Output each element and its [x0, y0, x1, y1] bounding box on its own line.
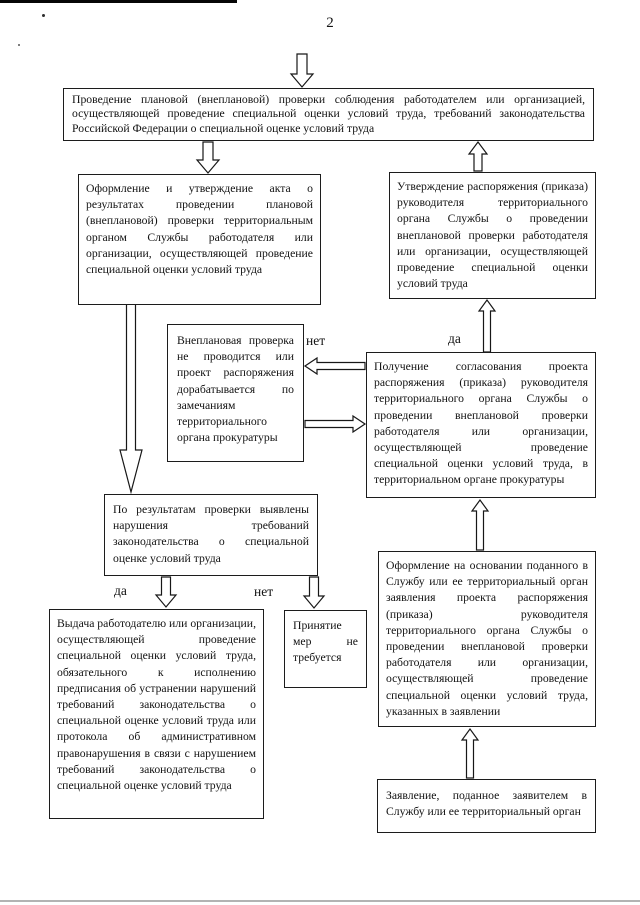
- label-yes-agreement: да: [448, 331, 461, 346]
- label-yes-violations: да: [114, 583, 127, 598]
- label-no-agreement: нет: [306, 333, 326, 348]
- node-no-measures: Принятие мер не требуется: [284, 610, 367, 688]
- scan-artifact-bottom-line: [0, 900, 640, 902]
- arrow-application-to-draft-icon: [460, 727, 480, 779]
- label-no-violations: нет: [254, 584, 274, 599]
- arrow-draft-to-agreement-icon: [470, 498, 490, 551]
- page-number: 2: [326, 15, 334, 31]
- scan-artifact-speck: [42, 14, 45, 17]
- scan-artifact-speck: [18, 44, 20, 46]
- arrow-rework-right-icon: [304, 414, 367, 434]
- node-prescription-issue: Выдача работодателю или организации, осу…: [49, 609, 264, 819]
- node-prosecutor-agreement: Получение согласования проекта распоряже…: [366, 352, 596, 498]
- node-act: Оформление и утверждение акта о результа…: [78, 174, 321, 305]
- scan-artifact-top-line: [0, 0, 237, 3]
- arrow-act-to-results-icon: [119, 301, 143, 495]
- node-no-inspection: Внеплановая проверка не проводится или п…: [167, 324, 304, 462]
- arrow-entry-down-icon: [289, 53, 315, 88]
- node-application: Заявление, поданное заявителем в Службу …: [377, 779, 596, 833]
- node-violations-found: По результатам проверки выявлены нарушен…: [104, 494, 318, 576]
- arrow-inspection-to-act-icon: [195, 141, 221, 174]
- arrow-agreement-no-left-icon: [303, 356, 366, 376]
- arrow-results-no-down-icon: [302, 576, 326, 609]
- node-order-approval: Утверждение распоряжения (приказа) руков…: [389, 172, 596, 299]
- node-inspection: Проведение плановой (внеплановой) провер…: [63, 88, 594, 141]
- node-draft-order: Оформление на основании поданного в Служ…: [378, 551, 596, 727]
- arrow-order-to-inspection-icon: [467, 141, 489, 172]
- arrow-results-yes-down-icon: [154, 576, 178, 608]
- arrow-agreement-yes-up-icon: [477, 298, 497, 353]
